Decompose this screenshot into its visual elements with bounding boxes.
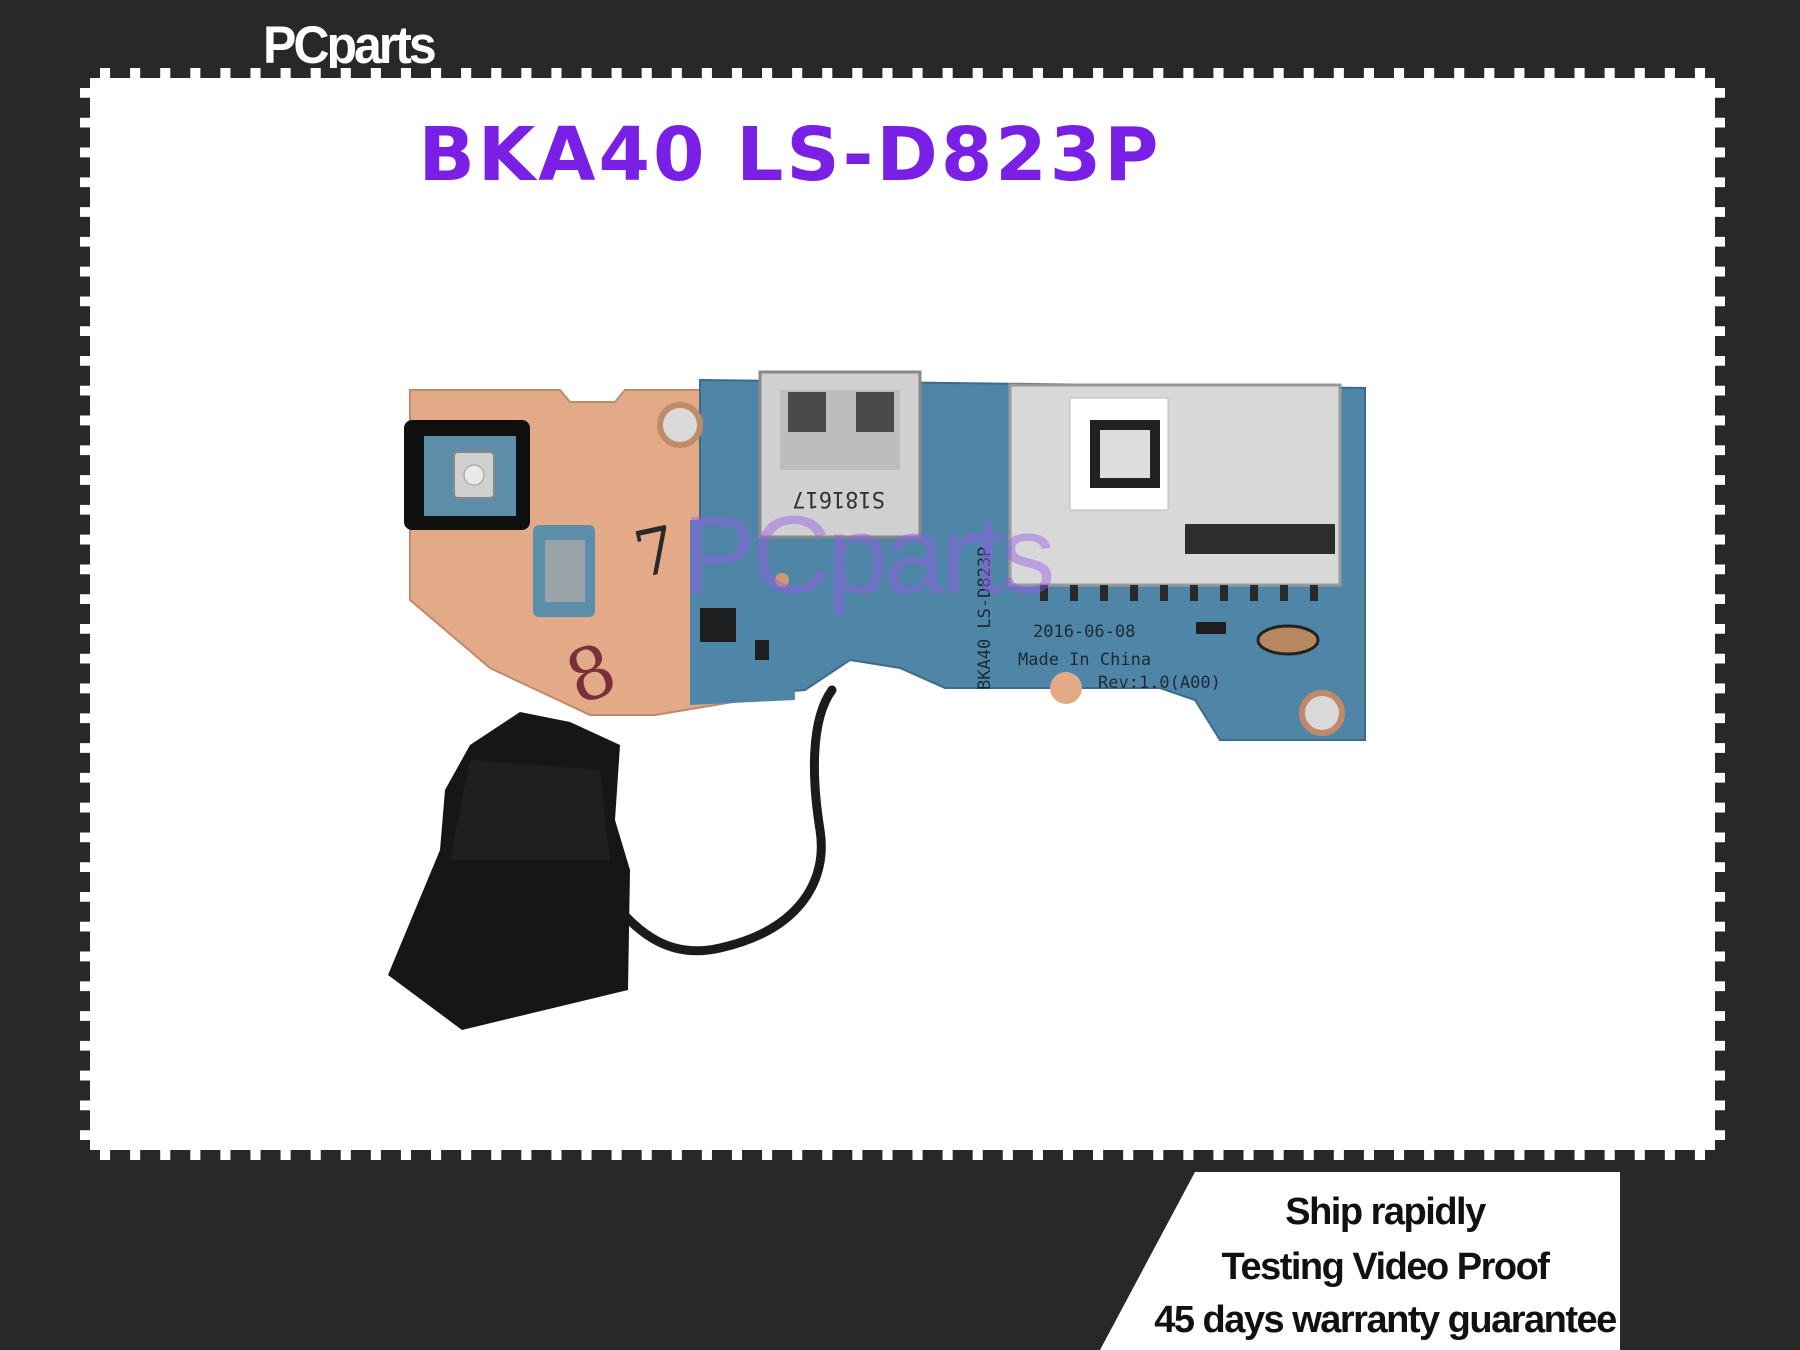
brand-logo: PCparts: [263, 15, 437, 75]
board-origin-text: Made In China: [1018, 650, 1151, 670]
board-revision-text: Rev:1.0(A00): [1098, 673, 1221, 693]
mount-hole-1: [657, 402, 703, 448]
promo-line-warranty: 45 days warranty guarantee: [1154, 1299, 1617, 1341]
ribbon-cable: [605, 685, 837, 956]
promo-line-testing: Testing Video Proof: [1221, 1246, 1550, 1288]
mount-hole-2: [1299, 690, 1345, 736]
promo-line-ship: Ship rapidly: [1285, 1191, 1486, 1233]
watermark-text: PCparts: [682, 494, 1055, 617]
board-model-text: BKA40 LS-D823P: [975, 547, 995, 690]
product-title: BKA40 LS-D823P: [418, 112, 1162, 198]
sd-card-reader: [1008, 383, 1342, 587]
promo-panel: [1100, 1172, 1620, 1350]
board-date-text: 2016-06-08: [1033, 622, 1135, 642]
cable-connector: [388, 712, 630, 1030]
usb-code-text: S181617: [792, 486, 885, 511]
